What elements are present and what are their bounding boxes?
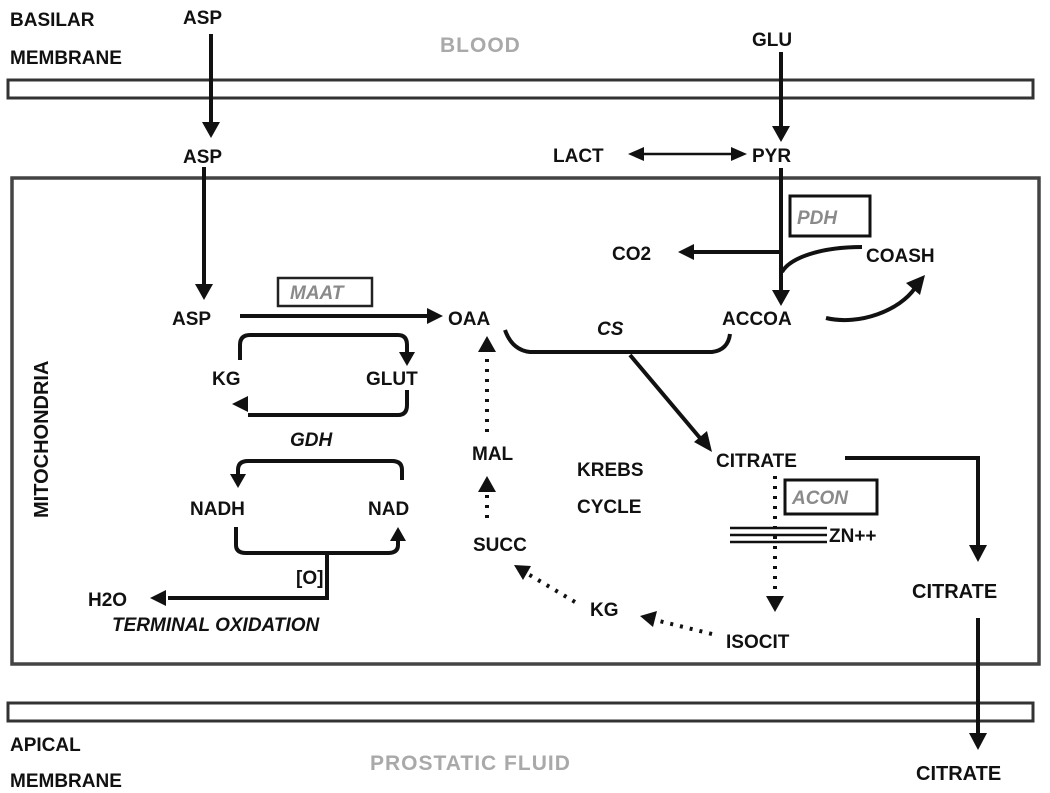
coash-label: COASH bbox=[866, 246, 935, 267]
citrate-fluid-label: CITRATE bbox=[916, 763, 1001, 785]
asp-cyto-to-mito-arrowhead bbox=[195, 284, 213, 300]
kg-to-succ-dotted bbox=[526, 572, 577, 604]
nad-to-nadh-loop bbox=[236, 459, 404, 480]
mitochondria-label: MITOCHONDRIA bbox=[31, 361, 53, 518]
terminal-oxidation-label: TERMINAL OXIDATION bbox=[112, 615, 321, 636]
cs-to-citrate-arrowhead bbox=[694, 431, 712, 452]
apical-membrane-label-line1: APICAL bbox=[10, 735, 81, 756]
lact-pyr-arrowhead-right bbox=[731, 147, 747, 161]
gdh-label: GDH bbox=[290, 430, 334, 451]
mal-to-oaa-arrowhead bbox=[478, 336, 496, 352]
basilar-membrane-label-line2: MEMBRANE bbox=[10, 48, 122, 69]
glut-label: GLUT bbox=[366, 369, 418, 390]
pyr-label: PYR bbox=[752, 146, 791, 167]
citrate-cyto-label: CITRATE bbox=[912, 581, 997, 603]
acon-box bbox=[783, 478, 879, 516]
citrate-secretion-arrowhead bbox=[969, 733, 987, 750]
accoa-to-coash-arrowhead bbox=[906, 275, 925, 295]
nadh-label: NADH bbox=[190, 499, 245, 520]
asp-blood-label: ASP bbox=[183, 8, 222, 29]
cs-to-citrate-arrow bbox=[628, 353, 702, 440]
succ-label: SUCC bbox=[473, 535, 527, 556]
pyr-to-accoa-arrowhead bbox=[772, 290, 790, 306]
asp-blood-to-cyto-arrowhead bbox=[202, 122, 220, 138]
isocit-to-kg-dotted bbox=[654, 618, 713, 636]
zn-label: ZN++ bbox=[829, 526, 877, 547]
basilar-membrane-bar bbox=[6, 78, 1035, 100]
succ-to-mal-arrowhead bbox=[478, 476, 496, 492]
nad-to-nadh-arrowhead bbox=[230, 474, 246, 488]
maat-box bbox=[276, 276, 374, 308]
citrate-to-isocit-arrowhead bbox=[766, 596, 784, 612]
nadh-to-nad-arrowhead bbox=[390, 527, 406, 541]
terminal-oxidation-line bbox=[168, 553, 329, 600]
isocit-to-kg-arrowhead bbox=[640, 611, 657, 627]
accoa-to-coash-curve bbox=[825, 286, 917, 323]
mitochondria-box bbox=[10, 176, 1041, 666]
citrate-mito-label: CITRATE bbox=[716, 451, 797, 472]
kg-left-label: KG bbox=[212, 369, 241, 390]
glut-to-kg-loop bbox=[248, 390, 409, 417]
asp-cyto-label: ASP bbox=[183, 147, 222, 168]
apical-membrane-label-line2: MEMBRANE bbox=[10, 771, 122, 792]
apical-membrane-bar bbox=[6, 701, 1035, 723]
o-label: [O] bbox=[296, 568, 323, 589]
basilar-membrane-label-line1: BASILAR bbox=[10, 10, 95, 31]
oaa-label: OAA bbox=[448, 309, 491, 330]
citrate-export-arrowhead bbox=[969, 545, 987, 562]
acon-label: ACON bbox=[791, 488, 849, 509]
cs-label: CS bbox=[597, 319, 624, 340]
blood-label: BLOOD bbox=[440, 34, 521, 57]
asp-to-oaa-arrowhead bbox=[427, 308, 443, 324]
terminal-oxidation-arrowhead bbox=[150, 590, 166, 606]
pdh-label: PDH bbox=[797, 208, 838, 229]
maat-label: MAAT bbox=[290, 283, 345, 304]
prostatic-fluid-label: PROSTATIC FLUID bbox=[370, 752, 571, 775]
glu-to-pyr-arrowhead bbox=[772, 126, 790, 142]
citrate-export-line bbox=[845, 456, 980, 545]
nad-label: NAD bbox=[368, 499, 409, 520]
mal-label: MAL bbox=[472, 444, 514, 465]
kg-to-succ-arrowhead bbox=[514, 565, 531, 580]
coash-curve bbox=[780, 245, 863, 274]
kg-cycle-label: KG bbox=[590, 600, 619, 621]
co2-arrowhead bbox=[678, 244, 694, 260]
lact-pyr-arrowhead-left bbox=[628, 147, 644, 161]
co2-label: CO2 bbox=[612, 244, 651, 265]
isocit-label: ISOCIT bbox=[726, 632, 790, 653]
lact-label: LACT bbox=[553, 146, 604, 167]
krebs-label-line2: CYCLE bbox=[577, 497, 641, 518]
pdh-box bbox=[788, 194, 872, 238]
oaa-accoa-condensation-curve bbox=[503, 329, 732, 354]
accoa-label: ACCOA bbox=[722, 309, 792, 330]
kg-to-glut-loop bbox=[238, 333, 409, 360]
asp-mito-label: ASP bbox=[172, 309, 211, 330]
h2o-label: H2O bbox=[88, 590, 127, 611]
glu-label: GLU bbox=[752, 30, 792, 51]
krebs-label-line1: KREBS bbox=[577, 460, 644, 481]
kg-to-glut-arrowhead bbox=[399, 352, 415, 366]
glut-to-kg-arrowhead bbox=[232, 396, 248, 412]
nadh-to-nad-loop bbox=[234, 527, 400, 555]
